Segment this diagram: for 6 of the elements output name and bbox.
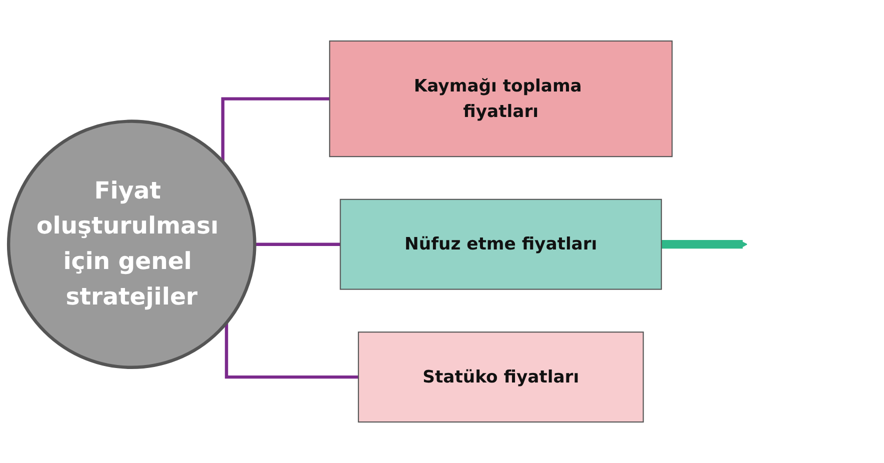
connector: [221, 97, 330, 162]
node-box: Nüfuz etme fiyatları: [340, 198, 662, 290]
node-box: Statüko fiyatları: [358, 332, 644, 423]
connector: [224, 322, 358, 379]
node-circle: Fiyat oluşturulması için genel stratejiler: [6, 120, 256, 370]
node-box: Kaymağı toplama fiyatları: [329, 40, 673, 158]
